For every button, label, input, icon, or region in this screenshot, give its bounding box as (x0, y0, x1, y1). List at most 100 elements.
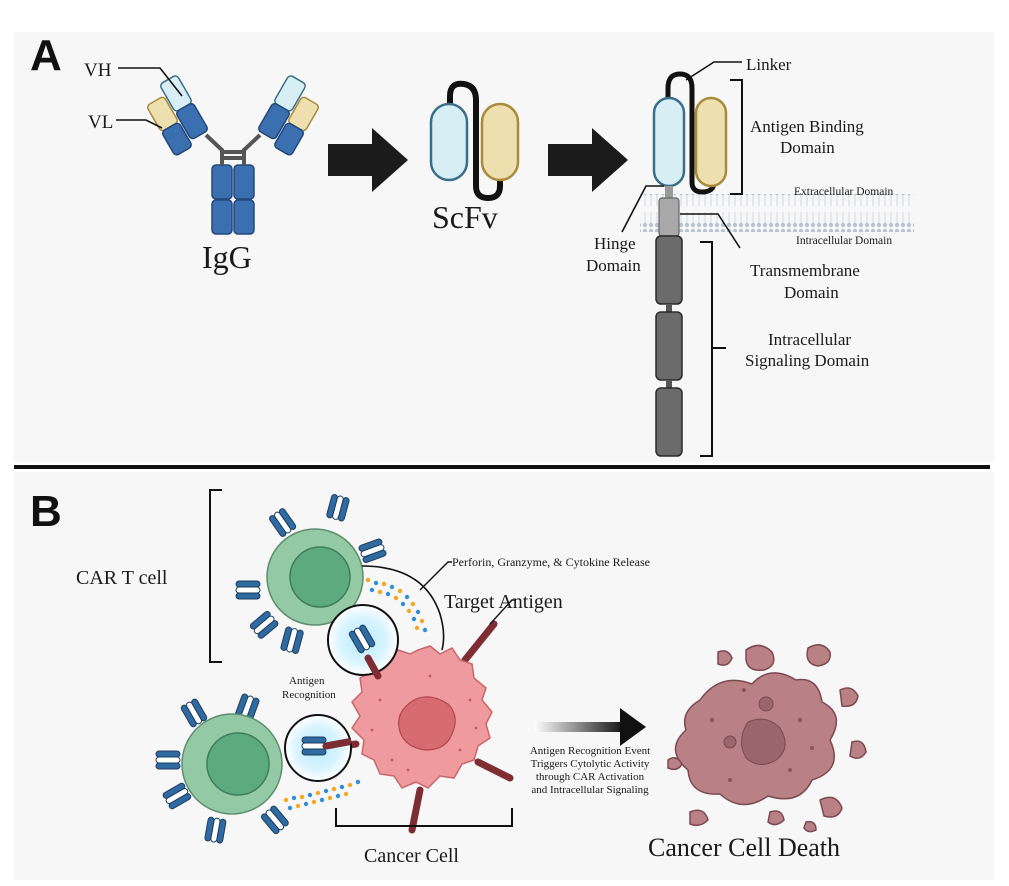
target-antigen-leader-line (489, 599, 516, 625)
panel-b-background (14, 472, 994, 880)
dead-cell-fragment (717, 650, 733, 666)
upper-car-t-cell-nucleus (289, 546, 351, 608)
scfv-linker (447, 80, 503, 202)
scfv: ScFv (429, 80, 520, 235)
igg-cl-right (274, 122, 304, 156)
car-signaling-2 (655, 311, 683, 381)
scfv-vl-domain (480, 102, 520, 182)
dead-cell-fragment (839, 687, 859, 708)
car-signaling-connector-2 (666, 380, 672, 390)
car-construct: Extracellular Domain Intracellular Domai… (586, 55, 914, 457)
igg-ch-left (176, 103, 208, 140)
dead-cell-fragment (745, 644, 775, 672)
vh-label: VH (84, 60, 112, 81)
dead-cell-inner (723, 696, 786, 765)
dead-cell-fragment (689, 809, 709, 827)
cancer-cell-nucleus (398, 696, 456, 751)
cancer-cell-label: Cancer Cell (364, 845, 459, 867)
car-receptor (155, 750, 181, 770)
panel-b-label: B (30, 487, 62, 536)
igg-cl-left (162, 122, 192, 156)
target-antigen (474, 758, 514, 782)
igg-heavy-chain-left-1 (211, 164, 233, 200)
antigen-recognition-label-1: Antigen (289, 675, 325, 687)
signaling-label-1: Intracellular (768, 330, 851, 349)
hinge-label-1: Hinge (594, 234, 636, 253)
antigen-recognition-label-2: Recognition (282, 689, 336, 701)
igg-label: IgG (202, 239, 252, 275)
event-line-4: and Intracellular Signaling (531, 784, 649, 796)
cell-membrane (640, 194, 914, 232)
vl-label: VL (88, 112, 113, 133)
scfv-label: ScFv (432, 199, 498, 235)
car-vl-domain (694, 96, 728, 188)
igg-heavy-chain-right-2 (233, 199, 255, 235)
car-t-cell-bracket (209, 489, 222, 663)
vh-leader-line (118, 67, 183, 97)
dead-cell-fragment (767, 810, 785, 826)
release-label: Perforin, Granzyme, & Cytokine Release (452, 555, 650, 569)
cancer-cell-speckles (370, 674, 478, 772)
dead-cell-speckles (710, 688, 814, 782)
event-line-2: Triggers Cytolytic Activity (531, 758, 650, 770)
signaling-label-2: Signaling Domain (745, 351, 870, 370)
linker-leader-line (685, 61, 742, 81)
target-antigen-label: Target Antigen (444, 591, 563, 613)
vl-leader-line (116, 119, 163, 129)
panel-a-background (14, 32, 994, 462)
dead-cell-fragment (806, 644, 831, 667)
car-linker (665, 71, 717, 195)
antigen-binding-label-1: Antigen Binding (750, 117, 864, 136)
scfv-vh-domain (429, 102, 469, 182)
event-line-1: Antigen Recognition Event (530, 745, 650, 757)
car-hinge (665, 186, 673, 200)
intracellular-domain-label: Intracellular Domain (796, 235, 892, 247)
activation-arrow-head (620, 708, 646, 746)
car-transmembrane (658, 197, 680, 237)
cancer-cell-death-label: Cancer Cell Death (648, 833, 840, 862)
extracellular-domain-label: Extracellular Domain (794, 186, 894, 198)
cancer-cell-bracket (335, 808, 513, 827)
dead-cell-fragment (849, 740, 867, 759)
dead-cell-fragment (667, 757, 683, 771)
dead-cell-fragment (803, 820, 817, 833)
antigen-binding-label-2: Domain (780, 138, 835, 157)
linker-label: Linker (746, 55, 792, 74)
antigen-binding-bracket (730, 79, 743, 195)
activation-arrow-shaft (534, 722, 624, 732)
panel-a-label: A (30, 31, 62, 80)
activation-event-text: Antigen Recognition Event Triggers Cytol… (530, 745, 650, 796)
arrow-igg-to-scfv (328, 128, 408, 192)
granule-release-upper (365, 577, 428, 633)
igg-heavy-chain-right-1 (233, 164, 255, 200)
car-receptor (235, 580, 261, 600)
car-receptor-engaged (301, 736, 327, 756)
igg-antibody: VH VL IgG (84, 60, 319, 275)
granule-release-lower (283, 779, 361, 811)
release-arc (361, 565, 445, 651)
car-signaling-3 (655, 387, 683, 457)
igg-hinge (204, 133, 262, 165)
engaged-antigen-upper (364, 654, 382, 680)
target-antigen (408, 786, 424, 834)
release-leader-line (419, 561, 452, 591)
transmembrane-label-1: Transmembrane (750, 261, 860, 280)
event-line-3: through CAR Activation (536, 771, 645, 783)
arrow-scfv-to-car (548, 128, 628, 192)
car-signaling-connector-1 (666, 304, 672, 314)
igg-heavy-chain-left-2 (211, 199, 233, 235)
car-t-cell-label: CAR T cell (76, 567, 168, 589)
hinge-leader-line (621, 185, 664, 233)
car-signaling-1 (655, 235, 683, 305)
engaged-antigen-lower (322, 738, 352, 750)
dead-cell-fragment (819, 796, 843, 818)
transmembrane-label-2: Domain (784, 283, 839, 302)
car-vh-domain (652, 96, 686, 188)
car-receptor (203, 816, 227, 845)
transmembrane-leader-line (680, 213, 741, 249)
hinge-label-2: Domain (586, 256, 641, 275)
lower-car-t-cell-nucleus (206, 732, 270, 796)
igg-ch-right (258, 103, 290, 140)
target-antigen (461, 620, 498, 664)
